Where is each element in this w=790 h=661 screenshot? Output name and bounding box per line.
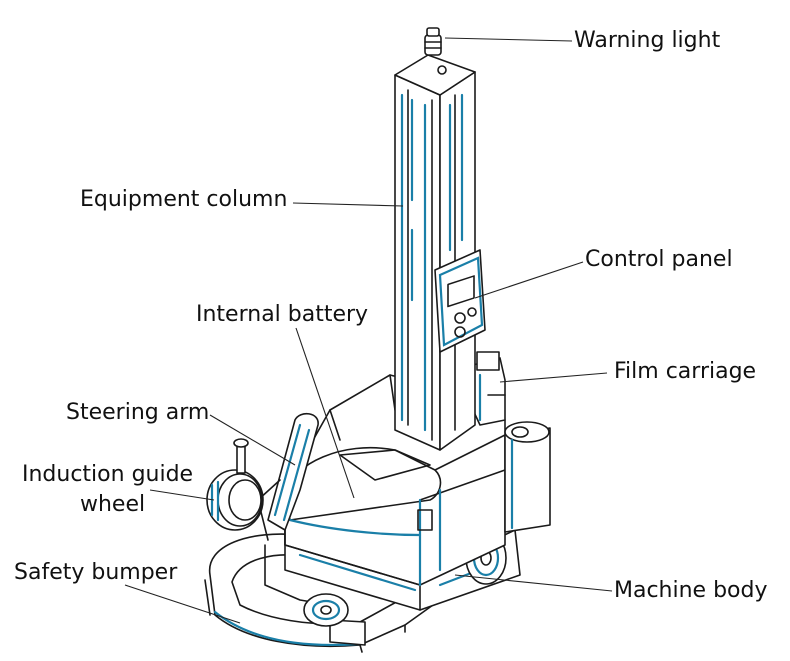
leader-warning-light [444,37,573,42]
label-internal-battery: Internal battery [196,302,369,327]
leader-internal-battery [295,327,355,499]
leader-equipment-column [292,202,404,207]
front-wheel-shape [303,593,349,627]
label-machine-body: Machine body [614,578,768,603]
equipment-column-shape [394,54,476,451]
leader-machine-body [454,574,613,592]
leader-lines [124,37,613,624]
induction-guide-wheel-shape [206,438,264,531]
steering-arm-shape [257,412,319,541]
control-panel-shape [434,249,486,353]
label-equipment-column: Equipment column [80,187,288,212]
label-induction-guide-wheel-line1: Induction guide [22,462,194,487]
label-control-panel: Control panel [585,247,733,272]
leader-safety-bumper [124,584,241,624]
film-carriage-shape [472,351,506,426]
label-steering-arm: Steering arm [66,400,210,425]
leader-film-carriage [499,372,608,383]
label-warning-light: Warning light [574,28,721,53]
film-roll-shape [504,421,551,533]
label-safety-bumper: Safety bumper [14,560,178,585]
label-film-carriage: Film carriage [614,359,757,384]
label-induction-guide-wheel-line2: wheel [80,492,146,517]
warning-light-shape [424,27,442,56]
leader-steering-arm [209,414,296,466]
leader-induction-guide-wheel [149,489,215,501]
leader-control-panel [474,261,584,299]
